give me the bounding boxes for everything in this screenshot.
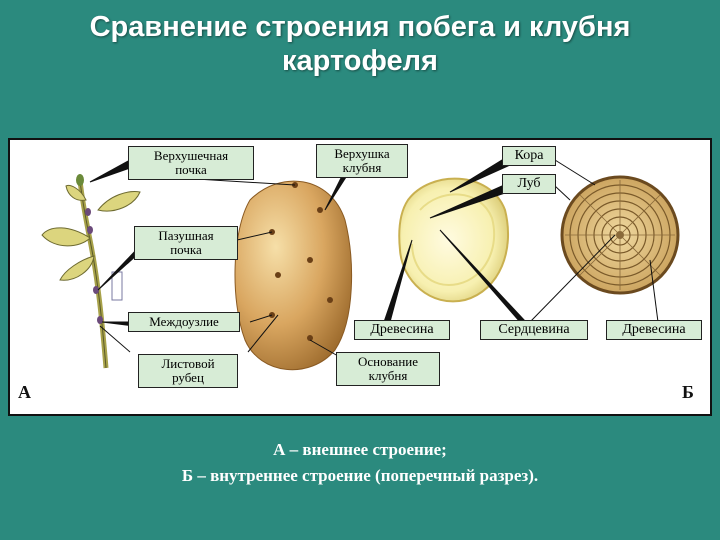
label-wood-right: Древесина bbox=[606, 320, 702, 340]
corner-label-b: Б bbox=[682, 382, 694, 402]
label-tuber-base-line-2: клубня bbox=[368, 368, 408, 383]
label-leaf-scar-line-1: Листовой bbox=[161, 356, 215, 371]
stem-section-illustration bbox=[560, 175, 680, 295]
label-axillary-bud-line-2: почка bbox=[170, 242, 202, 257]
label-axillary-bud-line-1: Пазушная bbox=[158, 228, 214, 243]
corner-label-a: А bbox=[18, 382, 31, 402]
label-pith: Сердцевина bbox=[480, 320, 588, 340]
label-apical-bud: Верхушечная почка bbox=[128, 146, 254, 180]
tuber-illustration bbox=[234, 180, 353, 371]
shoot-illustration bbox=[41, 174, 141, 369]
title-line-1: Сравнение строения побега и клубня bbox=[89, 11, 631, 43]
label-tuber-top-line-2: клубня bbox=[342, 160, 382, 175]
pointer-lines bbox=[89, 154, 659, 361]
diagram-illustration bbox=[41, 154, 680, 371]
label-apical-bud-line-1: Верхушечная bbox=[153, 148, 229, 163]
diagram-panel: Верхушечная почка Пазушная почка Междоуз… bbox=[8, 138, 712, 416]
label-bast: Луб bbox=[502, 174, 556, 194]
label-bark: Кора bbox=[502, 146, 556, 166]
label-leaf-scar-line-2: рубец bbox=[172, 370, 204, 385]
label-tuber-base: Основание клубня bbox=[336, 352, 440, 386]
caption-line-2: Б – внутреннее строение (поперечный разр… bbox=[181, 466, 539, 485]
label-tuber-top-line-1: Верхушка bbox=[334, 146, 390, 161]
label-tuber-top: Верхушка клубня bbox=[316, 144, 408, 178]
caption-line-1: А – внешнее строение; bbox=[273, 440, 447, 459]
label-tuber-base-line-1: Основание bbox=[357, 354, 419, 369]
page-title: Сравнение строения побега и клубня карто… bbox=[0, 10, 720, 78]
label-internode: Междоузлие bbox=[128, 312, 240, 332]
label-axillary-bud: Пазушная почка bbox=[134, 226, 238, 260]
label-leaf-scar: Листовой рубец bbox=[138, 354, 238, 388]
title-line-2: картофеля bbox=[282, 45, 438, 77]
label-apical-bud-line-2: почка bbox=[175, 162, 207, 177]
label-wood-left: Древесина bbox=[354, 320, 450, 340]
